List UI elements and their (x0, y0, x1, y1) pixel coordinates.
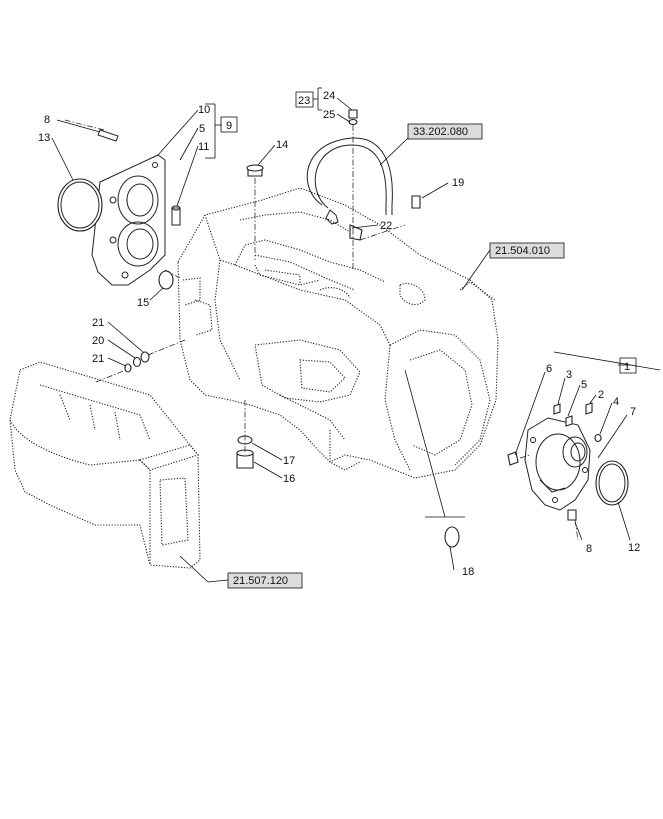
reference-box-33-202-080[interactable] (407, 123, 483, 140)
washer-25 (348, 118, 358, 126)
callout-24: 24 (323, 90, 335, 102)
elbow-22 (325, 209, 339, 225)
breather-hose (306, 137, 393, 215)
callout-7: 7 (630, 406, 636, 418)
reference-21-507-120[interactable]: 21.507.120 (233, 575, 288, 587)
bolt-8-bottom (567, 509, 577, 521)
pin (171, 207, 181, 226)
callout-4: 4 (613, 396, 619, 408)
plug-4 (594, 433, 602, 443)
callout-11: 11 (198, 141, 209, 153)
reference-box-21-507-120[interactable] (227, 572, 303, 589)
callout-8-top: 8 (44, 114, 50, 126)
callout-5-right: 5 (581, 379, 587, 391)
callout-15: 15 (137, 297, 149, 309)
small-parts (57, 109, 629, 548)
callout-20: 20 (92, 335, 104, 347)
callout-box-23 (295, 91, 314, 108)
callout-25: 25 (323, 109, 335, 121)
dowel-6 (507, 451, 519, 466)
callout-18: 18 (462, 566, 474, 578)
reference-box-21-504-010[interactable] (489, 242, 565, 259)
callout-16: 16 (283, 473, 295, 485)
plug-21 (124, 363, 132, 373)
cover-plate (91, 154, 166, 286)
callout-9: 9 (226, 120, 232, 132)
callout-8-bottom: 8 (586, 543, 592, 555)
bolt-8-top (97, 129, 119, 142)
callout-labels: 1 2 3 4 5 5 6 7 8 8 9 10 11 12 13 14 15 … (38, 90, 640, 578)
reference-boxes: 33.202.080 21.504.010 21.507.120 (227, 123, 565, 589)
end-cover-assembly (524, 417, 591, 511)
o-ring-15 (158, 270, 174, 290)
callout-21-bottom: 21 (92, 353, 104, 365)
callout-22: 22 (380, 220, 392, 232)
callout-19: 19 (452, 177, 464, 189)
snap-ring-13 (57, 178, 103, 232)
callout-2: 2 (598, 389, 604, 401)
center-lines (64, 119, 579, 541)
callout-17: 17 (283, 455, 295, 467)
pin-3 (553, 403, 561, 415)
callout-14: 14 (276, 139, 288, 151)
callout-12: 12 (628, 542, 640, 554)
callout-10: 10 (198, 104, 210, 116)
callout-21-top: 21 (92, 317, 104, 329)
transmission-housing (177, 187, 499, 479)
o-ring-18 (444, 526, 460, 548)
o-ring-12 (595, 460, 629, 506)
callout-13: 13 (38, 132, 50, 144)
callout-box-1 (619, 357, 637, 374)
bleed-screw-24 (348, 109, 358, 119)
bolt-2 (585, 402, 593, 415)
o-ring-20 (140, 351, 150, 363)
callout-5-top: 5 (199, 123, 205, 135)
leader-lines (51, 87, 661, 583)
reference-21-504-010[interactable]: 21.504.010 (495, 245, 550, 257)
fitting-19 (411, 195, 421, 209)
callout-3: 3 (566, 369, 572, 381)
side-cover-assembly (9, 361, 201, 569)
reference-33-202-080[interactable]: 33.202.080 (413, 126, 468, 138)
callout-box-9 (220, 116, 238, 133)
callout-6: 6 (546, 363, 552, 375)
pin-5 (565, 415, 573, 427)
callout-23: 23 (298, 95, 310, 107)
callout-1-boxed: 1 (624, 361, 630, 373)
